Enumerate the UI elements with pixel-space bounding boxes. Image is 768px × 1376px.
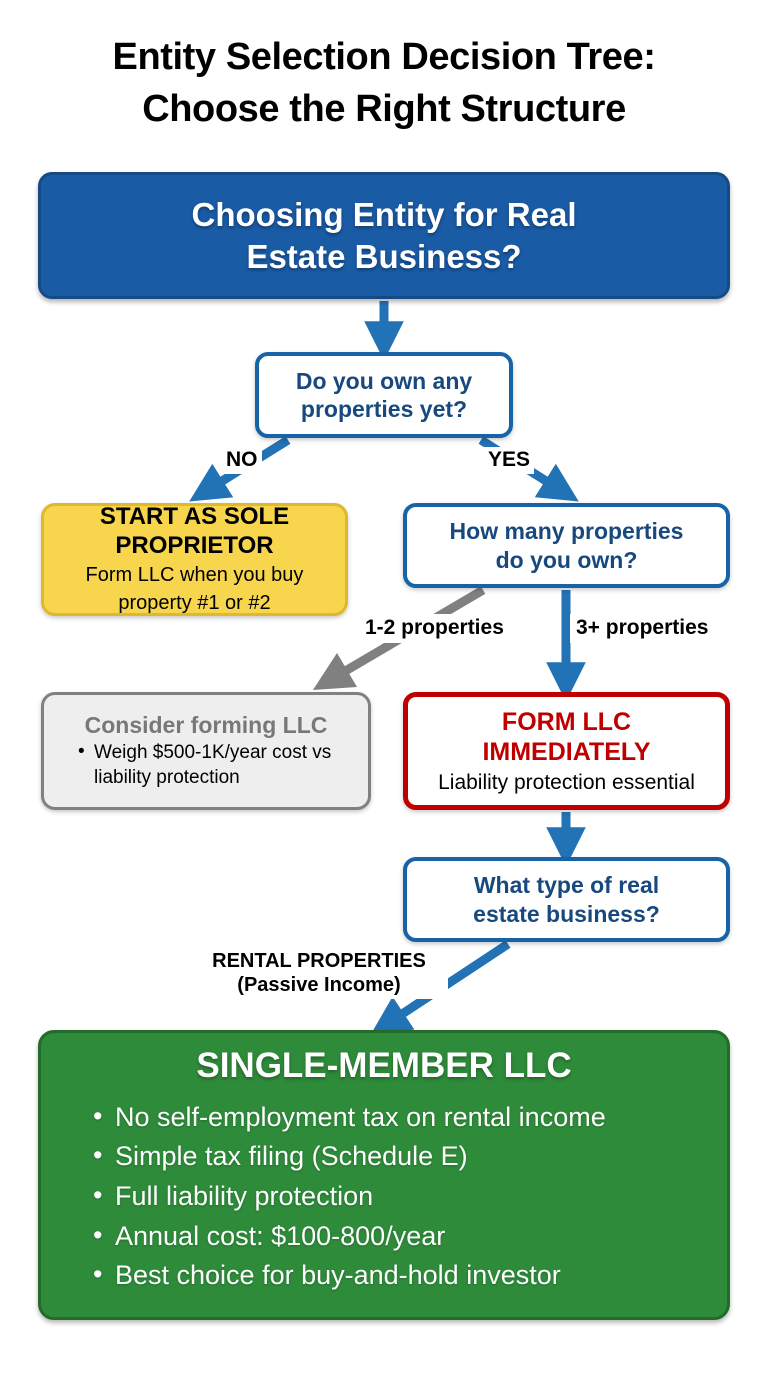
- decision-own-line-1: Do you own any: [295, 367, 473, 394]
- edge-label-no: NO: [222, 447, 262, 474]
- sole-sub-line-1: Form LLC when you buy: [85, 564, 304, 587]
- root-line-1: Choosing Entity for Real: [191, 195, 577, 233]
- rental-label-line-1: RENTAL PROPERTIES: [212, 950, 426, 972]
- list-item: Full liability protection: [93, 1176, 606, 1217]
- consider-bullet-list: Weigh $500-1K/year cost vs liability pro…: [56, 740, 356, 790]
- list-item: Simple tax filing (Schedule E): [93, 1136, 606, 1177]
- form-llc-heading-line-2: IMMEDIATELY: [482, 737, 651, 766]
- node-decision-property-count[interactable]: How many properties do you own?: [403, 503, 730, 588]
- edge-label-1-2-properties: 1-2 properties: [359, 614, 510, 643]
- edge-label-3-plus-properties: 3+ properties: [570, 614, 715, 643]
- node-single-member-llc-result[interactable]: SINGLE-MEMBER LLC No self-employment tax…: [38, 1030, 730, 1320]
- decision-type-line-1: What type of real: [473, 872, 660, 899]
- list-item: Weigh $500-1K/year cost vs liability pro…: [78, 740, 356, 790]
- decision-count-line-1: How many properties: [449, 518, 684, 545]
- page-title-line-1: Entity Selection Decision Tree:: [112, 36, 656, 78]
- node-consider-forming-llc[interactable]: Consider forming LLC Weigh $500-1K/year …: [41, 692, 371, 810]
- page-title-line-2: Choose the Right Structure: [142, 87, 626, 130]
- final-bullet-list: No self-employment tax on rental income …: [59, 1097, 606, 1296]
- rental-label-line-2: (Passive Income): [237, 973, 401, 996]
- list-item: No self-employment tax on rental income: [93, 1097, 606, 1138]
- sole-heading-line-1: START AS SOLE: [99, 502, 290, 530]
- page-title: Entity Selection Decision Tree: Choose t…: [0, 32, 768, 135]
- decision-own-line-2: properties yet?: [300, 396, 468, 422]
- form-llc-subtitle: Liability protection essential: [438, 770, 695, 794]
- final-heading: SINGLE-MEMBER LLC: [196, 1046, 572, 1085]
- node-form-llc-immediately[interactable]: FORM LLC IMMEDIATELY Liability protectio…: [403, 692, 730, 810]
- decision-count-line-2: do you own?: [495, 546, 638, 573]
- edge-label-yes: YES: [484, 447, 535, 474]
- list-item: Annual cost: $100-800/year: [93, 1216, 606, 1257]
- node-decision-own-properties[interactable]: Do you own any properties yet?: [255, 352, 513, 438]
- sole-heading-line-2: PROPRIETOR: [115, 531, 274, 559]
- list-item: Best choice for buy-and-hold investor: [93, 1255, 606, 1296]
- node-start-as-sole-proprietor[interactable]: START AS SOLE PROPRIETOR Form LLC when y…: [41, 503, 348, 616]
- edge-label-rental-properties: RENTAL PROPERTIES (Passive Income): [190, 948, 448, 1000]
- root-line-2: Estate Business?: [246, 237, 522, 275]
- sole-sub-line-2: property #1 or #2: [118, 592, 271, 615]
- decision-type-line-2: estate business?: [473, 900, 660, 927]
- node-decision-business-type[interactable]: What type of real estate business?: [403, 857, 730, 942]
- node-root-question[interactable]: Choosing Entity for Real Estate Business…: [38, 172, 730, 299]
- consider-heading: Consider forming LLC: [84, 711, 328, 738]
- form-llc-heading-line-1: FORM LLC: [501, 707, 632, 736]
